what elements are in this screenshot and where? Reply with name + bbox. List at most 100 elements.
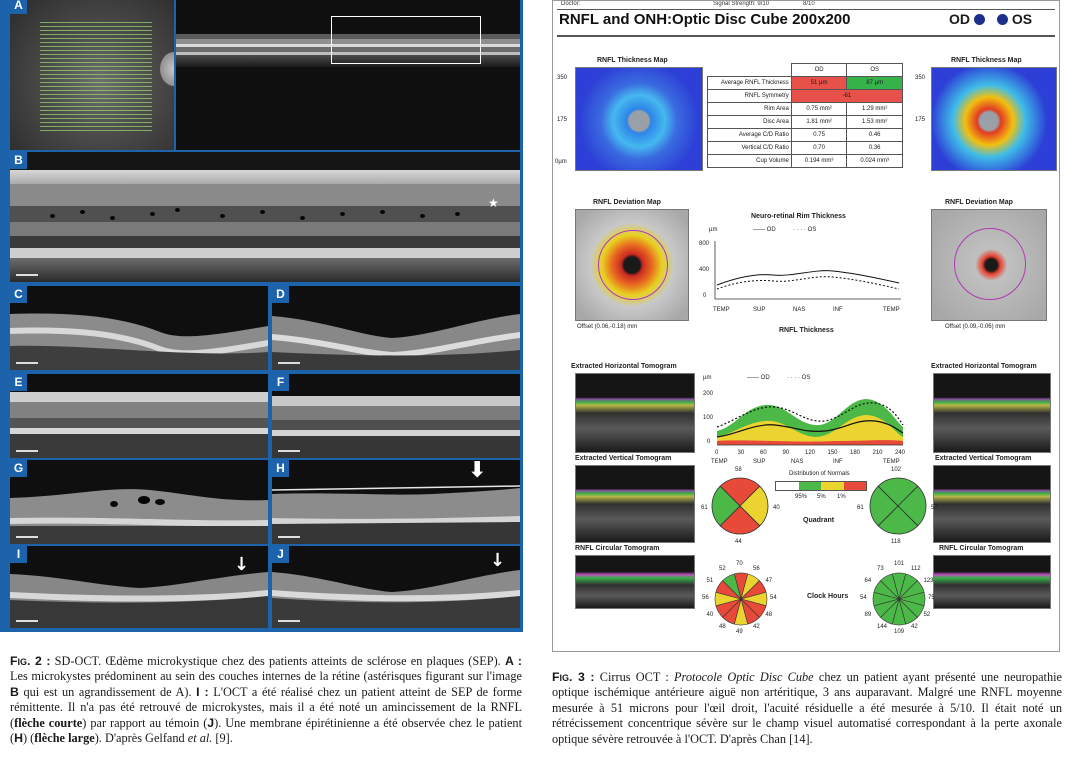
panel-e: E — [10, 374, 268, 458]
signal-strength-os: 8/10 — [803, 1, 815, 7]
clock-hour-value: 52 — [923, 612, 931, 618]
circular-tomogram-od-title: RNFL Circular Tomogram — [575, 545, 660, 552]
clock-hour-value: 109 — [894, 629, 905, 635]
optic-disc — [160, 52, 174, 86]
thickness-map-title-os: RNFL Thickness Map — [951, 57, 1022, 64]
microcyst — [110, 216, 115, 220]
rim-chart-plot — [714, 241, 901, 300]
large-arrow-marker: ⬇ — [468, 460, 487, 483]
clock-hour-value: 52 — [719, 565, 726, 572]
panel-f: F — [272, 374, 520, 458]
clock-hour-value: 48 — [765, 612, 773, 618]
thickness-map-title-od: RNFL Thickness Map — [597, 57, 668, 64]
od-dot-icon — [973, 14, 985, 25]
panel-h-scan — [272, 485, 520, 544]
microcyst — [300, 216, 305, 220]
short-arrow-marker: ↓ — [234, 554, 250, 575]
deviation-map-title-os: RNFL Deviation Map — [945, 199, 1013, 206]
microcyst — [380, 210, 385, 214]
rnfl-thickness-heading: RNFL Thickness — [779, 327, 834, 334]
horizontal-tomogram-os — [933, 373, 1051, 453]
horizontal-tomogram-od-title: Extracted Horizontal Tomogram — [571, 363, 677, 370]
quadrant-segment — [877, 505, 919, 535]
signal-strength: Signal Strength: 9/10 — [713, 1, 770, 7]
panel-d-scan — [272, 314, 520, 370]
vertical-tomogram-os — [933, 465, 1051, 543]
panel-i: I ↓ — [10, 546, 268, 628]
panel-label-e: E — [10, 374, 27, 391]
report-title: RNFL and ONH:Optic Disc Cube 200x200 — [559, 11, 851, 28]
clock-hour-value: 101 — [894, 561, 905, 567]
panel-j: J ↓ — [272, 546, 520, 628]
rnfl-x-tick-label: 0 — [715, 450, 719, 456]
panel-a-fundus: A — [10, 0, 174, 150]
distribution-title: Distribution of Normals — [789, 471, 850, 477]
clock-hour-value: 54 — [860, 595, 867, 601]
clock-hour-segment — [722, 573, 742, 601]
deviation-map-title-od: RNFL Deviation Map — [593, 199, 661, 206]
rim-chart-title: Neuro-retinal Rim Thickness — [751, 213, 846, 220]
vertical-tomogram-os-title: Extracted Vertical Tomogram — [935, 455, 1032, 462]
panel-label-d: D — [272, 286, 289, 303]
clock-hour-value: 64 — [864, 578, 872, 584]
rnfl-x-tick-label: 150 — [827, 450, 838, 456]
clock-hour-value: 42 — [911, 624, 918, 631]
scan-grid-overlay — [40, 22, 152, 131]
quadrant-segment — [877, 477, 919, 507]
quadrant-segment — [739, 485, 769, 527]
os-dot-icon — [997, 14, 1008, 25]
horizontal-tomogram-od — [575, 373, 695, 453]
clock-hour-value: 73 — [877, 565, 884, 572]
quadrant-chart-os — [869, 477, 927, 535]
eye-od-indicator: OD — [949, 11, 985, 27]
thickness-map-os — [931, 67, 1057, 171]
panel-c: C — [10, 286, 268, 370]
circular-tomogram-os — [933, 555, 1051, 609]
rnfl-legend-os: · · · · OS — [787, 375, 811, 381]
panel-label-i: I — [10, 546, 27, 563]
clock-hour-value: 70 — [736, 561, 743, 567]
legend-od: —— OD — [753, 227, 776, 233]
rnfl-x-tick-label: 120 — [805, 450, 816, 456]
clock-hour-value: 49 — [736, 629, 743, 635]
rnfl-legend-od: —— OD — [747, 375, 770, 381]
rnfl-x-tick-label: 60 — [760, 450, 767, 456]
panel-g: G — [10, 460, 268, 544]
microcyst — [420, 214, 425, 218]
table-row: RNFL Symmetry-61 — [707, 89, 904, 103]
clock-hour-value: 144 — [877, 624, 888, 631]
figure-3-cirrus-report: Doctor: Signal Strength: 9/10 8/10 RNFL … — [552, 0, 1060, 652]
rnfl-x-tick-label: 30 — [737, 450, 745, 456]
clock-hour-value: 56 — [753, 565, 760, 572]
asterisk-marker: ★ — [488, 196, 499, 210]
clock-hour-value: 47 — [765, 578, 773, 584]
microcyst — [260, 210, 265, 214]
panel-label-g: G — [10, 460, 27, 477]
clock-hour-value: 56 — [702, 595, 709, 601]
panel-j-scan — [272, 570, 520, 628]
clock-hour-value: 48 — [719, 624, 726, 631]
eye-os-indicator: OS — [997, 11, 1032, 27]
clock-hour-value: 42 — [753, 624, 760, 631]
panel-label-b: B — [10, 152, 27, 169]
panel-a-bscan — [176, 0, 520, 150]
horizontal-tomogram-os-title: Extracted Horizontal Tomogram — [931, 363, 1037, 370]
scale-bar — [16, 274, 38, 276]
panel-label-c: C — [10, 286, 27, 303]
clock-hour-value: 75 — [928, 595, 935, 601]
thickness-map-od — [575, 67, 703, 171]
microcyst — [455, 212, 460, 216]
clock-hour-value: 89 — [864, 612, 872, 618]
panel-b: B ★ — [10, 152, 520, 282]
clock-hour-value: 123 — [923, 578, 934, 584]
panel-h: H ⬇ — [272, 460, 520, 544]
panel-label-h: H — [272, 460, 289, 477]
panel-i-scan — [10, 572, 268, 628]
clock-hours-chart-os — [872, 572, 926, 626]
circular-tomogram-od — [575, 555, 695, 609]
